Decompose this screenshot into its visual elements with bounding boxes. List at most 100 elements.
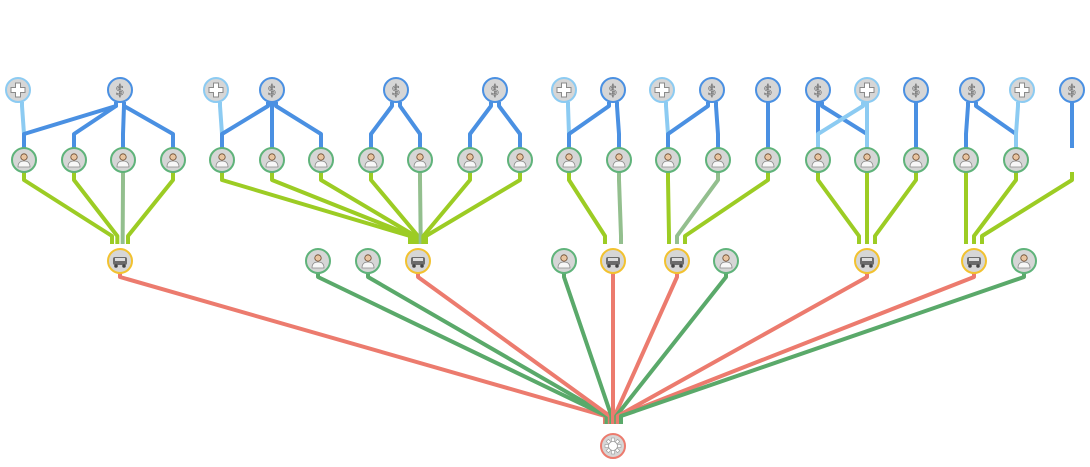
edge-layer bbox=[20, 102, 1074, 424]
node-person-p2[interactable] bbox=[61, 147, 87, 173]
node-medical-t3[interactable] bbox=[203, 77, 229, 103]
node-person-p8[interactable] bbox=[358, 147, 384, 173]
edge-p12-to-c3 bbox=[567, 172, 607, 244]
edge-t4-to-p7 bbox=[274, 102, 323, 148]
node-person-q4[interactable] bbox=[713, 248, 739, 274]
node-dollar-t12[interactable]: $ bbox=[805, 77, 831, 103]
node-layer: $ $ $ $ $ $ $ $ $ $ $ bbox=[5, 77, 1085, 459]
node-car-c5[interactable] bbox=[854, 248, 880, 274]
node-medical-t16[interactable] bbox=[1009, 77, 1035, 103]
node-car-c4[interactable] bbox=[664, 248, 690, 274]
node-person-p11[interactable] bbox=[507, 147, 533, 173]
person-icon bbox=[661, 153, 675, 168]
edge-t13-to-p17 bbox=[816, 102, 865, 148]
node-car-c6[interactable] bbox=[961, 248, 987, 274]
person-icon bbox=[711, 153, 725, 168]
node-circle bbox=[259, 77, 285, 103]
edge-p11-to-c2 bbox=[424, 172, 522, 244]
dollar-icon: $ bbox=[267, 83, 277, 100]
node-person-q1[interactable] bbox=[305, 248, 331, 274]
node-car-c1[interactable] bbox=[107, 248, 133, 274]
node-dollar-t5[interactable]: $ bbox=[383, 77, 409, 103]
node-dollar-t6[interactable]: $ bbox=[482, 77, 508, 103]
node-person-p3[interactable] bbox=[110, 147, 136, 173]
edge-p22x-to-c6 bbox=[980, 172, 1074, 244]
node-circle bbox=[383, 77, 409, 103]
medical-cross-icon bbox=[556, 82, 572, 98]
node-car-c3[interactable] bbox=[600, 248, 626, 274]
edge-t8-to-p13 bbox=[615, 102, 621, 148]
edge-p16-to-c4 bbox=[683, 172, 770, 244]
edge-t5-to-p8 bbox=[369, 102, 394, 148]
edge-t6-to-p11 bbox=[497, 102, 522, 148]
node-dollar-t15[interactable]: $ bbox=[959, 77, 985, 103]
node-person-p9[interactable] bbox=[407, 147, 433, 173]
node-medical-t13[interactable] bbox=[854, 77, 880, 103]
node-person-p17[interactable] bbox=[805, 147, 831, 173]
node-person-p4[interactable] bbox=[160, 147, 186, 173]
node-person-q2[interactable] bbox=[355, 248, 381, 274]
edge-p1-to-c1 bbox=[22, 172, 114, 244]
node-person-p15[interactable] bbox=[705, 147, 731, 173]
node-circle bbox=[699, 77, 725, 103]
node-dollar-t17[interactable]: $ bbox=[1059, 77, 1085, 103]
person-icon bbox=[463, 153, 477, 168]
node-person-p7[interactable] bbox=[308, 147, 334, 173]
dollar-icon: $ bbox=[813, 83, 823, 100]
person-icon bbox=[361, 254, 375, 269]
edge-t6-to-p10 bbox=[468, 102, 493, 148]
edge-t4-to-p5 bbox=[220, 102, 270, 148]
node-medical-t9[interactable] bbox=[649, 77, 675, 103]
edge-t8-to-p12 bbox=[567, 102, 611, 148]
node-dollar-t2[interactable]: $ bbox=[107, 77, 133, 103]
edge-p4-to-c1 bbox=[126, 172, 175, 244]
node-person-p10[interactable] bbox=[457, 147, 483, 173]
node-dollar-t10[interactable]: $ bbox=[699, 77, 725, 103]
node-dollar-t14[interactable]: $ bbox=[903, 77, 929, 103]
svg-text:$: $ bbox=[491, 83, 500, 99]
node-person-p13[interactable] bbox=[606, 147, 632, 173]
person-icon bbox=[116, 153, 130, 168]
svg-text:$: $ bbox=[116, 83, 125, 99]
node-person-p19[interactable] bbox=[903, 147, 929, 173]
node-hub-h[interactable] bbox=[600, 433, 626, 459]
node-person-q3[interactable] bbox=[551, 248, 577, 274]
node-circle bbox=[903, 77, 929, 103]
node-medical-t7[interactable] bbox=[551, 77, 577, 103]
person-icon bbox=[562, 153, 576, 168]
node-person-p18[interactable] bbox=[854, 147, 880, 173]
edge-t15-to-p21 bbox=[974, 102, 1018, 148]
edge-p17-to-c5 bbox=[816, 172, 861, 244]
node-dollar-t4[interactable]: $ bbox=[259, 77, 285, 103]
car-icon bbox=[411, 257, 425, 268]
edge-p9-to-c2 bbox=[418, 172, 423, 244]
node-circle bbox=[755, 77, 781, 103]
node-dollar-t8[interactable]: $ bbox=[600, 77, 626, 103]
dollar-icon: $ bbox=[608, 83, 618, 100]
node-person-p14[interactable] bbox=[655, 147, 681, 173]
edge-p13-to-c3 bbox=[617, 172, 623, 244]
node-person-p5[interactable] bbox=[209, 147, 235, 173]
node-person-p20[interactable] bbox=[953, 147, 979, 173]
dollar-icon: $ bbox=[115, 83, 125, 100]
person-icon bbox=[761, 153, 775, 168]
node-person-p12[interactable] bbox=[556, 147, 582, 173]
car-icon bbox=[113, 257, 127, 268]
person-icon bbox=[909, 153, 923, 168]
node-person-p6[interactable] bbox=[259, 147, 285, 173]
edge-t10-to-p15 bbox=[714, 102, 720, 148]
edge-q4-to-h bbox=[614, 273, 728, 424]
svg-text:$: $ bbox=[392, 83, 401, 99]
node-dollar-t11[interactable]: $ bbox=[755, 77, 781, 103]
node-car-c2[interactable] bbox=[405, 248, 431, 274]
node-person-q5[interactable] bbox=[1011, 248, 1037, 274]
person-icon bbox=[215, 153, 229, 168]
medical-cross-icon bbox=[654, 82, 670, 98]
dollar-icon: $ bbox=[707, 83, 717, 100]
node-person-p21[interactable] bbox=[1003, 147, 1029, 173]
node-person-p1[interactable] bbox=[11, 147, 37, 173]
person-icon bbox=[959, 153, 973, 168]
edge-p6-to-c2 bbox=[270, 172, 415, 244]
node-person-p16[interactable] bbox=[755, 147, 781, 173]
node-medical-t1[interactable] bbox=[5, 77, 31, 103]
